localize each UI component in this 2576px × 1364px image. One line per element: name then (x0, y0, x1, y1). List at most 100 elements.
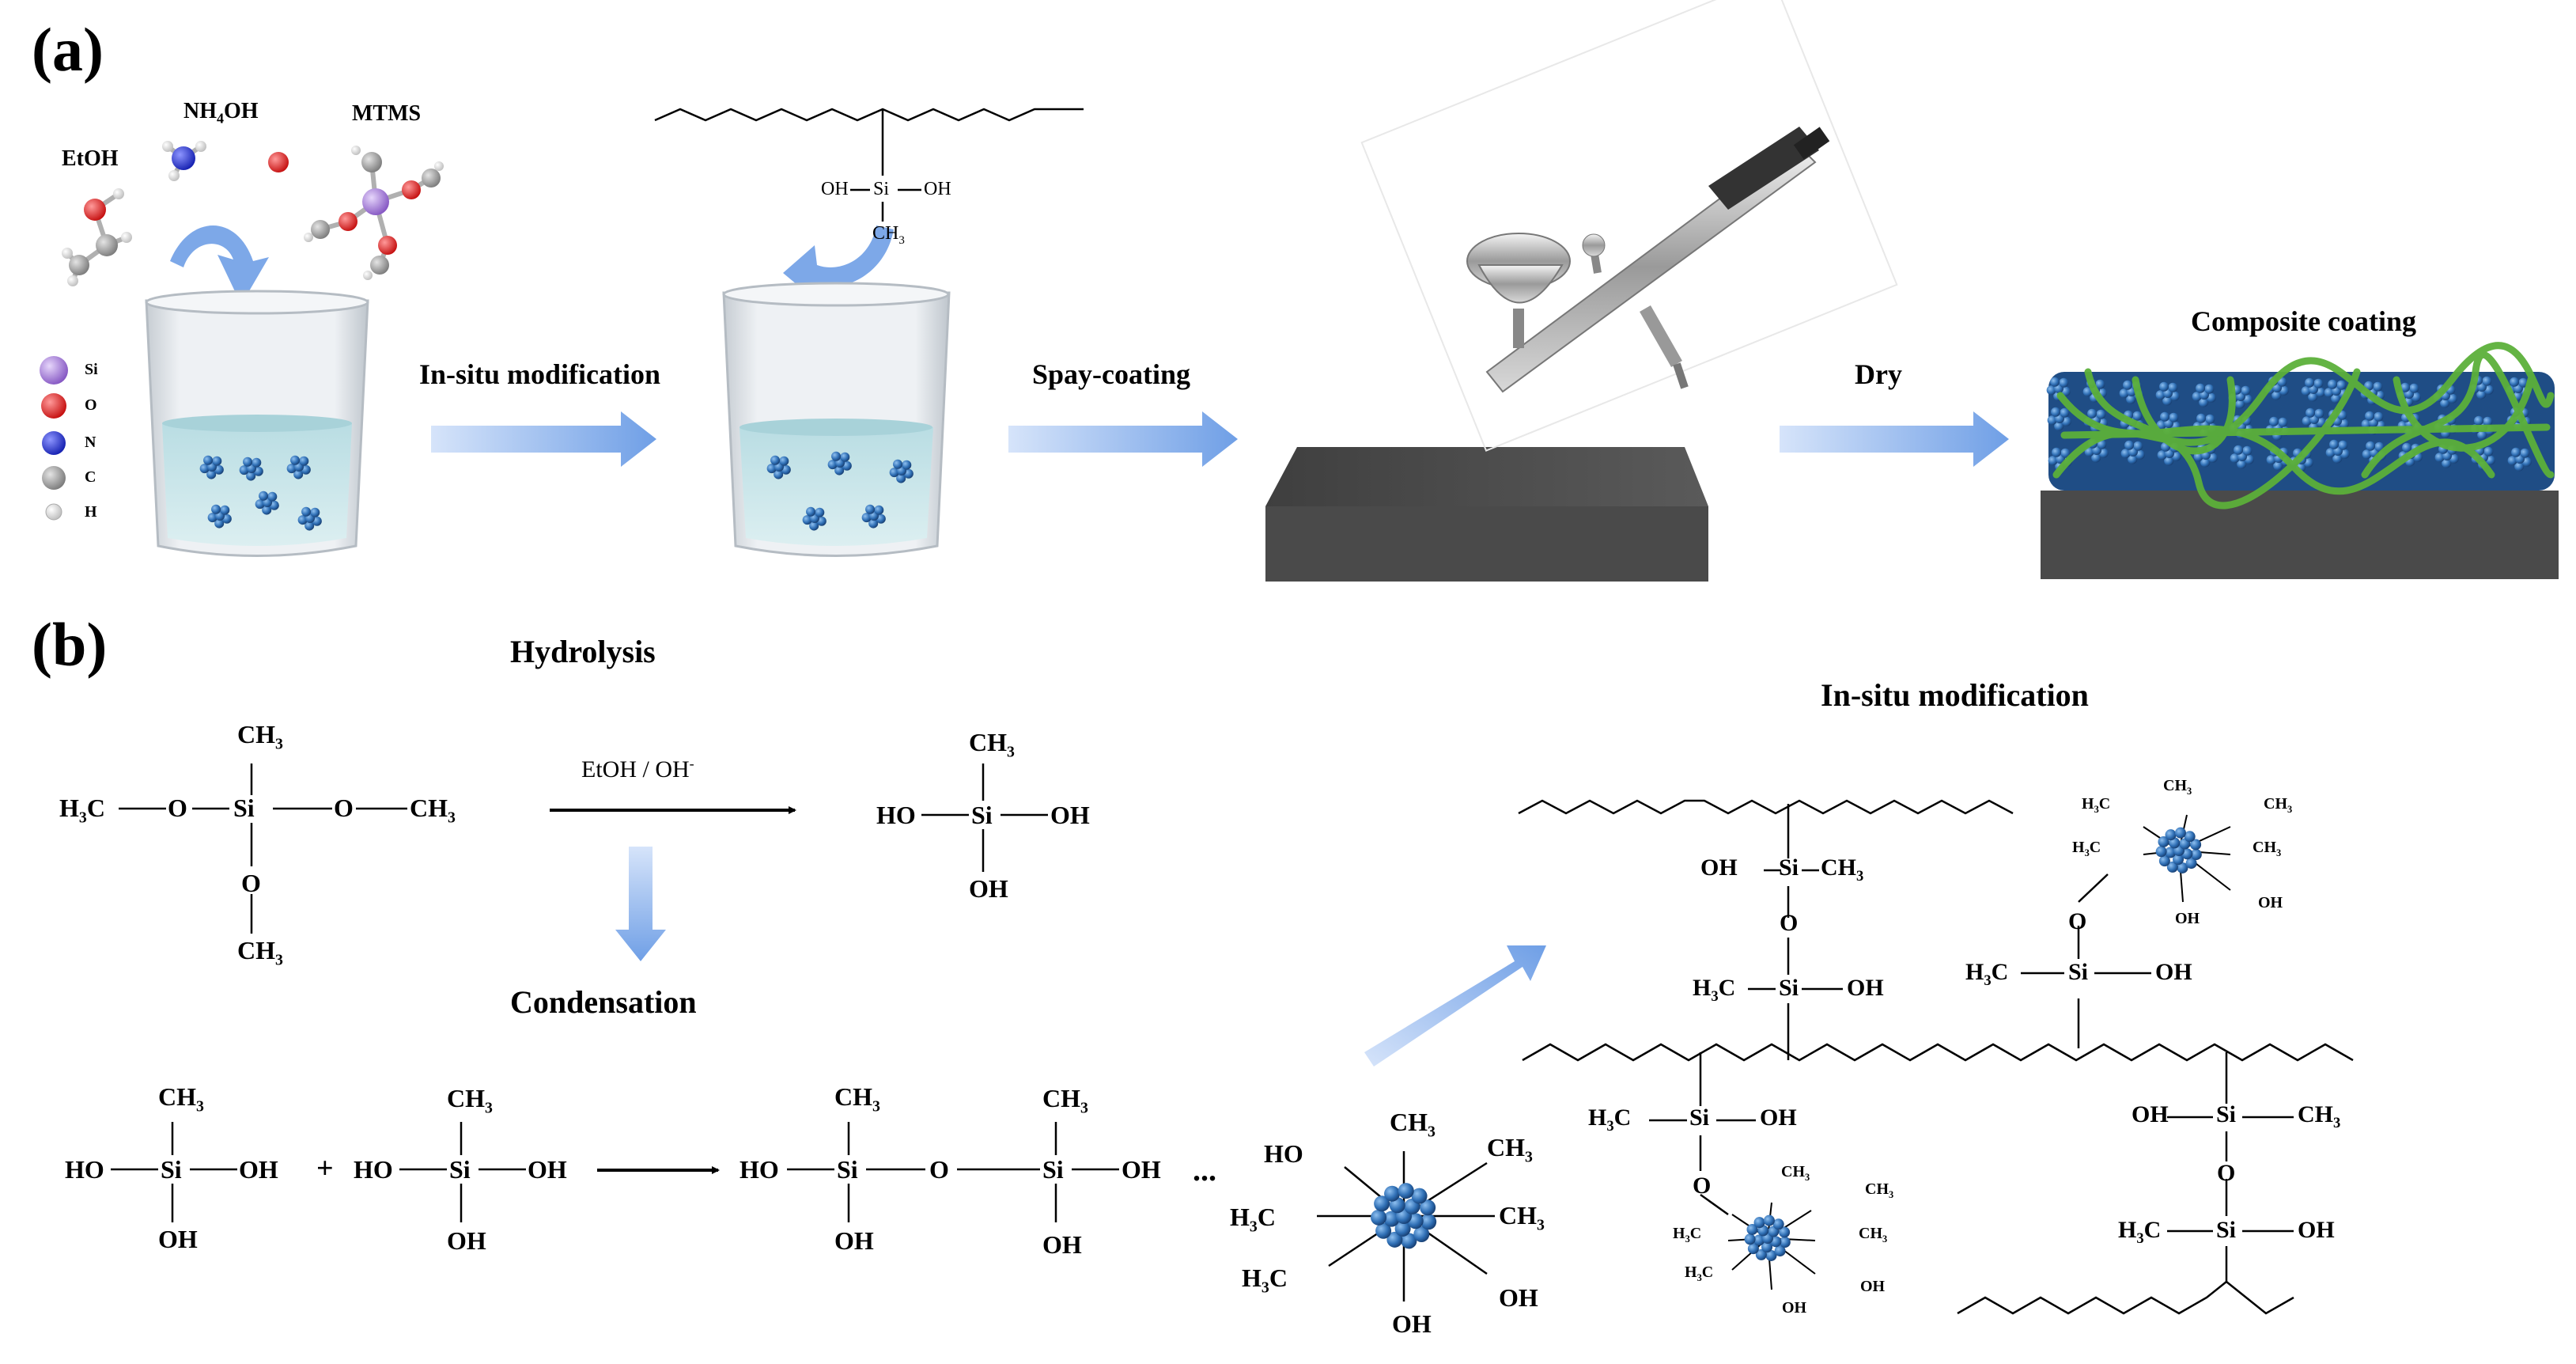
reaction-arrows (550, 806, 796, 1174)
net-o-5: O (2217, 1160, 2236, 1186)
nanoparticle-bead (2054, 421, 2064, 431)
nanoparticle-bead (2271, 390, 2282, 400)
nanoparticle-bead (2329, 439, 2340, 449)
nanoparticle-bead (2373, 381, 2383, 392)
nanoparticle-bead (1413, 1226, 1430, 1242)
net-oh-1: OH (1700, 854, 1738, 881)
mtms-ch3-top: CH3 (237, 720, 283, 753)
nanoparticle-bead (2165, 847, 2177, 858)
cond1-si: Si (161, 1155, 182, 1184)
nanoparticle-bead (1772, 1218, 1784, 1230)
nanoparticle-bead (779, 456, 789, 466)
dimer-oh-right: OH (1122, 1155, 1161, 1184)
nanoparticle-bead (893, 459, 903, 469)
nanoparticle-bead (243, 457, 253, 467)
net-ch3-1: CH3 (1821, 854, 1864, 885)
nanoparticle-bead (889, 468, 899, 478)
net-si-5: Si (2216, 1101, 2237, 1127)
nanoparticle-bead (2230, 453, 2240, 464)
nanoparticle-bead (2192, 392, 2202, 402)
atom-legend (40, 356, 68, 521)
ellipsis: ... (1193, 1152, 1216, 1188)
nanoparticle-bead (2132, 411, 2143, 421)
nanoparticle-bead (293, 469, 304, 479)
nanoparticle-bead (2059, 377, 2069, 388)
etoh-molecule (62, 188, 132, 286)
nanoparticle-bead (1398, 1183, 1414, 1199)
legend-c: C (85, 468, 96, 486)
nanoparticle-bead (2234, 445, 2244, 455)
nanoparticle-bead (1753, 1234, 1765, 1246)
beaker-2 (722, 282, 951, 557)
snp2-oh-bottom: OH (1782, 1299, 1807, 1317)
condensation-title: Condensation (510, 984, 697, 1020)
silane-si: Si (873, 179, 890, 199)
nanoparticle-bead (1746, 1223, 1758, 1235)
nanoparticle-bead (2520, 448, 2530, 458)
np-h3c-left: H3C (1230, 1203, 1276, 1236)
net-o-1: O (1780, 910, 1799, 936)
nanoparticle-bead (806, 506, 816, 517)
bond-lines (111, 763, 1119, 1222)
nanoparticle-bead (2510, 377, 2520, 387)
nanoparticle-bead (2159, 381, 2169, 392)
nanoparticle-bead (2409, 383, 2419, 393)
snp1-h3c-left: H3C (2082, 795, 2111, 815)
nanoparticle-bead (802, 515, 812, 525)
nanoparticle-bead (2308, 392, 2318, 402)
silane-ch3: CH3 (872, 223, 905, 247)
cond1-oh-bottom: OH (158, 1225, 198, 1253)
nanoparticle-bead (2164, 456, 2174, 466)
nanoparticle-bead (2133, 441, 2143, 451)
nanoparticle-bead (2173, 854, 2184, 866)
nanoparticle-bead (2155, 390, 2166, 400)
nanoparticle-bead (1744, 1233, 1756, 1245)
nanoparticle-bead (902, 460, 912, 470)
mtms-molecule (304, 146, 444, 280)
nanoparticle-bead (2269, 416, 2279, 426)
np-ch3-top: CH3 (1390, 1108, 1436, 1141)
to-modification-arrow (1364, 945, 1546, 1067)
dimer-o: O (929, 1155, 949, 1184)
nanoparticle-bead (2313, 378, 2324, 388)
dimer-oh-left-bottom: OH (834, 1226, 874, 1255)
cond2-ch3: CH3 (447, 1084, 493, 1117)
nanoparticle-bead (290, 455, 301, 465)
nanoparticle-bead (2332, 453, 2343, 464)
mtms-label: MTMS (352, 101, 422, 126)
nanoparticle-bead (2052, 447, 2062, 457)
nanoparticle-bead (1755, 1248, 1767, 1260)
silanol-si: Si (971, 801, 993, 829)
nanoparticle-bead (2324, 388, 2334, 398)
legend-si: Si (85, 361, 98, 378)
silane-oh-right: OH (924, 179, 951, 199)
nanoparticle-bead (1761, 1241, 1773, 1253)
nanoparticle-bead (2120, 449, 2131, 459)
legend-h: H (85, 503, 97, 521)
net-h3c-4: H3C (1965, 959, 2009, 989)
hydrolysis-to-condensation-arrow (615, 847, 666, 961)
nanoparticle-bead (2155, 846, 2167, 858)
silanol-ch3: CH3 (969, 728, 1015, 761)
nanoparticle-bead (2050, 377, 2060, 387)
nanoparticle-bead (2402, 442, 2412, 453)
nanoparticle-bead (2177, 862, 2188, 873)
nanoparticle-bead (2204, 384, 2215, 394)
nanoparticle-bead (1411, 1188, 1428, 1204)
modified-polymer-network (1518, 799, 2354, 1315)
nanoparticle-bead (1779, 1237, 1791, 1248)
nanoparticle-small-2 (1744, 1214, 1791, 1261)
cond1-ch3: CH3 (158, 1082, 204, 1116)
step-dry: Dry (1855, 358, 1902, 390)
nanoparticle-bead (1779, 1226, 1791, 1238)
net-h3c-6: H3C (2118, 1217, 2162, 1247)
nanoparticle-bead (874, 505, 884, 515)
nanoparticle-bead (2060, 448, 2071, 458)
process-arrows (431, 411, 2009, 467)
nanoparticle-bead (2087, 408, 2097, 419)
nanoparticle-bead (2084, 447, 2094, 457)
nanoparticle-bead (1371, 1209, 1387, 1226)
nanoparticle-bead (2096, 409, 2106, 419)
